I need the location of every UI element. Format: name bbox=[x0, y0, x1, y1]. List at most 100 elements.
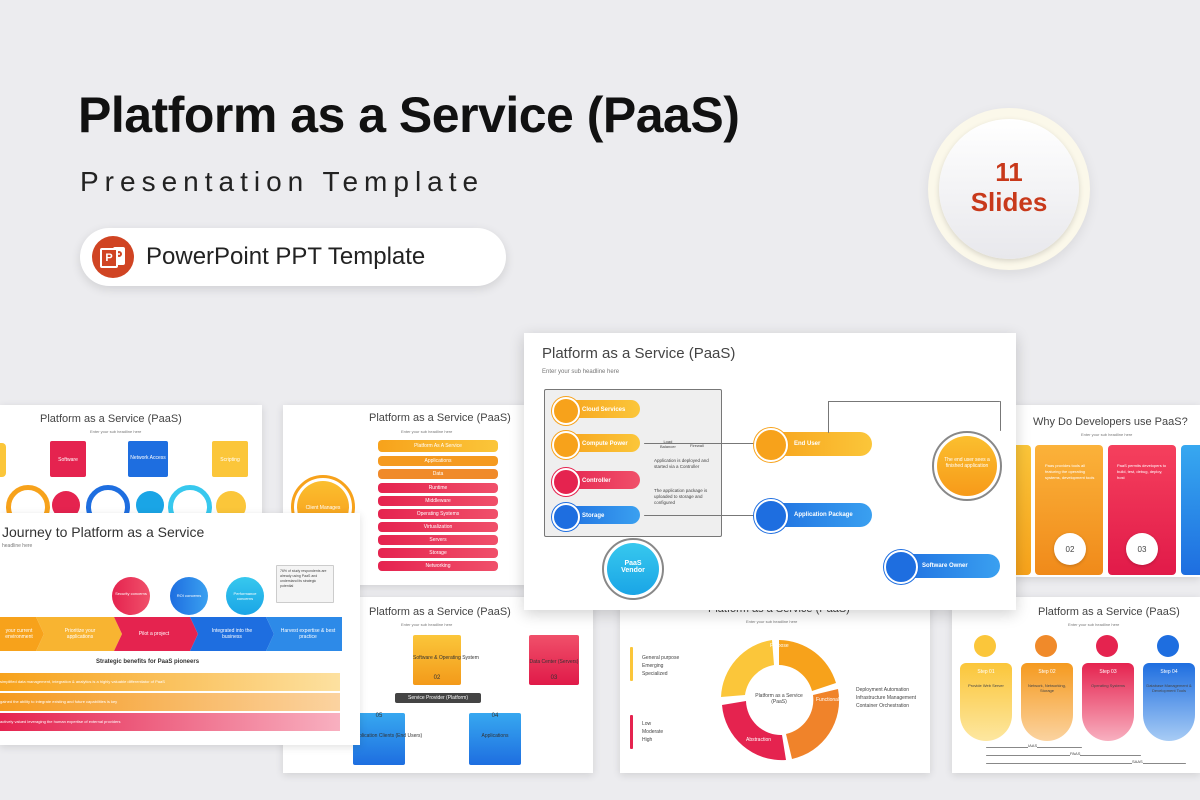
slide-thumb-3: Why Do Developers use PaaS? Enter your s… bbox=[1013, 405, 1200, 577]
software-owner-label: Software Owner bbox=[922, 563, 968, 569]
list-item: Deployment Automation bbox=[856, 687, 910, 693]
slide-thumb-main: Platform as a Service (PaaS) Enter your … bbox=[524, 333, 1016, 610]
cloud-icon bbox=[552, 397, 580, 425]
segment-label: Abstraction bbox=[746, 737, 772, 743]
vendor-label: PaaS Vendor bbox=[621, 560, 645, 574]
client-manages-label: Client Manages bbox=[305, 505, 341, 511]
slide-title: Platform as a Service (PaaS) bbox=[1038, 606, 1180, 618]
arrow-label: Prioritize your applications bbox=[64, 628, 96, 640]
slide-title: Platform as a Service (PaaS) bbox=[369, 606, 511, 618]
stack-item: Networking bbox=[425, 563, 451, 569]
slide-count-label: Slides bbox=[970, 187, 1048, 217]
step-label: Step 02 bbox=[1038, 669, 1056, 675]
item-label: Storage bbox=[582, 513, 605, 519]
step-label: Step 01 bbox=[977, 669, 995, 675]
box-number: 02 bbox=[433, 675, 441, 681]
controller-icon bbox=[552, 468, 580, 496]
step-label: Step 03 bbox=[1099, 669, 1117, 675]
stack-item: Servers bbox=[429, 537, 447, 543]
box-number: 03 bbox=[550, 675, 558, 681]
stack-item: Virtualization bbox=[423, 524, 453, 530]
benefit-row: simplified data management, integration … bbox=[0, 679, 165, 684]
slide-title: Journey to Platform as a Service bbox=[2, 524, 205, 540]
stack-item: Platform As A Service bbox=[414, 443, 462, 449]
template-type-pill: P PowerPoint PPT Template bbox=[80, 228, 506, 286]
box-label: Applications bbox=[481, 733, 509, 739]
slide-count-number: 11 bbox=[995, 157, 1023, 187]
powerpoint-icon: P bbox=[92, 236, 134, 278]
number-label: 02 bbox=[1065, 545, 1075, 554]
slide-sub: Enter your sub headline here bbox=[401, 429, 453, 434]
layer-label: IAAS bbox=[1028, 743, 1038, 748]
stack-item: Data bbox=[432, 471, 444, 477]
slide-thumb-1: Platform as a Service (PaaS) Enter your … bbox=[0, 405, 262, 525]
page-title: Platform as a Service (PaaS) bbox=[78, 87, 740, 143]
page-subtitle: Presentation Template bbox=[80, 166, 485, 197]
list-item: Low bbox=[642, 721, 652, 727]
note-text: The application package is uploaded to s… bbox=[654, 488, 708, 505]
note-text: 76% of study respondents are already usi… bbox=[280, 569, 327, 588]
slide-title: Platform as a Service (PaaS) bbox=[369, 412, 511, 424]
slide-thumb-6: Platform as a Service (PaaS) Enter your … bbox=[620, 597, 930, 773]
box-number: 05 bbox=[375, 713, 383, 719]
slide-sub: Enter your sub headline here bbox=[90, 429, 142, 434]
card-label: Software bbox=[58, 457, 78, 463]
scripting-card bbox=[212, 441, 248, 477]
list-item: Specialized bbox=[642, 671, 668, 677]
item-label: Compute Power bbox=[582, 441, 628, 447]
stack-item: Middleware bbox=[425, 498, 451, 504]
step-desc: Operating Systems bbox=[1090, 683, 1125, 688]
step-desc: Network, Networking, Storage bbox=[1027, 683, 1066, 693]
card-label: Network Access bbox=[130, 455, 166, 461]
user-icon bbox=[754, 428, 788, 462]
strategic-heading: Strategic benefits for PaaS pioneers bbox=[96, 659, 200, 665]
slide-title: Platform as a Service (PaaS) bbox=[542, 345, 736, 362]
box-label: Software & Operating System bbox=[413, 655, 479, 661]
arrow-label: Pilot a project bbox=[138, 631, 170, 637]
layer-label: SAAS bbox=[1132, 759, 1143, 764]
list-item: Infrastructure Management bbox=[856, 695, 917, 701]
package-icon bbox=[754, 499, 788, 533]
benefit-row: actively valued leveraging the human exp… bbox=[0, 719, 121, 724]
layer-label: PAAS bbox=[1070, 751, 1081, 756]
concern-label: Security concerns bbox=[115, 591, 147, 596]
slide-sub: Enter your sub headline here bbox=[1081, 432, 1133, 437]
finished-app-label: The end user sees a finished application bbox=[944, 457, 990, 469]
slide-count-badge: 11 Slides bbox=[928, 108, 1090, 270]
segment-label: Purpose bbox=[770, 643, 789, 649]
stack-item: Storage bbox=[429, 550, 447, 556]
item-label: Controller bbox=[582, 478, 611, 484]
slide-title: Why Do Developers use PaaS? bbox=[1033, 416, 1188, 428]
slide-sub: Enter your sub headline here bbox=[542, 369, 620, 375]
step-label: Step 04 bbox=[1160, 669, 1178, 675]
journey-arrows bbox=[0, 617, 342, 651]
cycle-center-label: Platform as a Service (PaaS) bbox=[755, 693, 803, 705]
box-number: 04 bbox=[491, 713, 499, 719]
card-label: Scripting bbox=[220, 457, 240, 463]
load-balancer-label: Load Balancer bbox=[660, 439, 676, 449]
slide-thumb-7: Platform as a Service (PaaS) Enter your … bbox=[952, 597, 1200, 773]
template-type-label: PowerPoint PPT Template bbox=[146, 243, 426, 270]
benefit-row: gained the ability to integrate existing… bbox=[0, 699, 118, 704]
box-label: Data Center (Servers) bbox=[529, 659, 579, 665]
note-text: Application is deployed and started via … bbox=[654, 458, 709, 469]
end-user-label: End User bbox=[794, 441, 821, 447]
box-label: Application Clients (End Users) bbox=[353, 733, 423, 739]
software-card bbox=[50, 441, 86, 477]
concern-label: ROI concerns bbox=[176, 593, 202, 598]
slide-thumb-4: Journey to Platform as a Service headlin… bbox=[0, 513, 360, 745]
slide-sub: Enter your sub headline here bbox=[401, 622, 453, 627]
arrow-label: your current environment bbox=[5, 628, 33, 640]
stack-item: Runtime bbox=[428, 485, 448, 491]
cycle-diagram bbox=[721, 640, 840, 761]
owner-icon bbox=[884, 550, 918, 584]
concern-label: Performance concerns bbox=[233, 591, 257, 601]
number-label: 03 bbox=[1137, 545, 1147, 554]
slide-sub: Enter your sub headline here bbox=[1068, 622, 1120, 627]
arrow-label: Integrated into the business bbox=[211, 628, 253, 640]
cpu-icon bbox=[552, 431, 580, 459]
slide-title: Platform as a Service (PaaS) bbox=[40, 413, 182, 425]
provider-label: Service Provider (Platform) bbox=[407, 695, 468, 701]
item-label: Cloud Services bbox=[582, 407, 626, 413]
list-item: General purpose bbox=[642, 655, 680, 661]
